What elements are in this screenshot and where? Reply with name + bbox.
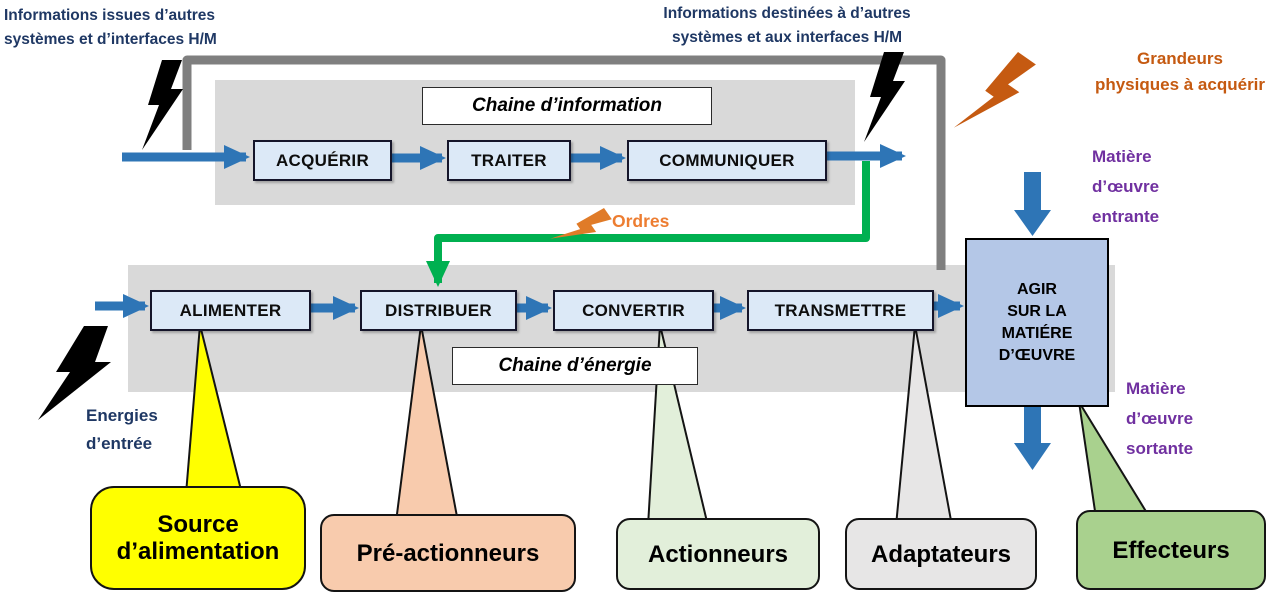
block-distribuer: DISTRIBUER [360, 290, 517, 331]
annotation-ordres: Ordres [612, 211, 670, 231]
info-chain-title: Chaine d’information [422, 87, 712, 125]
annotation-informations-sortantes: Informations destinées à d’autres systèm… [663, 5, 911, 46]
annotation-grandeurs-physiques: Grandeurs physiques à acquérir [1094, 49, 1266, 94]
block-acquerir: ACQUÉRIR [253, 140, 392, 181]
annotation-matiere-sortante: Matière d’œuvre sortante [1126, 379, 1194, 458]
callout-adaptateurs: Adaptateurs [845, 518, 1037, 590]
lightning-bolt-info-in-icon [142, 60, 183, 150]
lightning-bolt-grandeurs-icon [953, 52, 1036, 128]
callout-preactionneurs: Pré-actionneurs [320, 514, 576, 592]
lightning-bolt-energie-icon [38, 326, 111, 420]
feedback-line [182, 55, 946, 270]
callout-tail-preactionneurs [394, 324, 460, 523]
energy-chain-title: Chaine d’énergie [452, 347, 698, 385]
block-traiter: TRAITER [447, 140, 571, 181]
callout-effecteurs: Effecteurs [1076, 510, 1266, 590]
block-alimenter: ALIMENTER [150, 290, 311, 331]
block-convertir: CONVERTIR [553, 290, 714, 331]
matiere-sortante-arrow [1014, 405, 1051, 470]
ordres-line [426, 161, 870, 287]
block-communiquer: COMMUNIQUER [627, 140, 827, 181]
annotation-matiere-entrante: Matière d’œuvre entrante [1092, 147, 1160, 226]
callout-actionneurs: Actionneurs [616, 518, 820, 590]
matiere-entrante-arrow [1014, 172, 1051, 236]
annotation-energies-entree: Energies d’entrée [86, 406, 158, 453]
callout-source-alimentation: Source d’alimentation [90, 486, 306, 590]
lightning-bolt-ordres-icon [549, 208, 612, 239]
callout-tail-source [184, 324, 244, 495]
block-agir: AGIR SUR LA MATIÉRE D’ŒUVRE [965, 238, 1109, 407]
block-transmettre: TRANSMETTRE [747, 290, 934, 331]
lightning-bolt-info-out-icon [864, 52, 905, 142]
annotation-informations-entrantes: Informations issues d’autres systèmes et… [4, 7, 217, 48]
callout-tail-adaptateurs [894, 324, 954, 527]
